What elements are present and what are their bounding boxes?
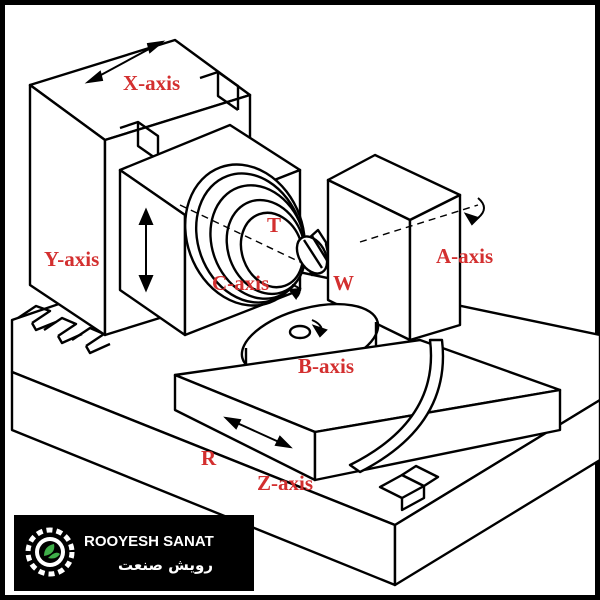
z-arrow-head-right	[274, 435, 293, 449]
c-axis-label: C-axis	[212, 271, 269, 295]
gear-leaf-icon	[25, 527, 75, 577]
cutter	[295, 228, 338, 277]
rotary-pivot	[288, 324, 312, 340]
t-label: T	[267, 213, 281, 237]
logo-name-en: ROOYESH SANAT	[84, 533, 214, 550]
workhead	[326, 153, 462, 342]
a-axis-rotation-arrow	[477, 197, 485, 219]
x-axis-label: X-axis	[123, 71, 180, 95]
w-label: W	[333, 271, 354, 295]
x-arrow-head-right	[146, 40, 166, 54]
y-arrow-head-top	[138, 207, 154, 225]
curved-guide	[348, 338, 445, 474]
z-axis-label: Z-axis	[257, 471, 313, 495]
machine-drawing	[10, 38, 600, 587]
spindle-centerline	[179, 204, 301, 263]
a-axis-label: A-axis	[436, 244, 493, 268]
z-arrow-head-left	[223, 416, 242, 430]
axis-centerlines	[179, 204, 479, 263]
y-arrow-head-bottom	[138, 275, 154, 293]
axis-labels: X-axis Y-axis T C-axis W A-axis B-axis R…	[44, 71, 493, 495]
a-axis-centerline	[359, 204, 479, 243]
r-label: R	[201, 446, 217, 470]
b-axis-label: B-axis	[298, 354, 354, 378]
logo: ROOYESH SANAT رویش صنعت	[14, 515, 254, 591]
y-axis-label: Y-axis	[44, 247, 99, 271]
logo-name-fa: رویش صنعت	[118, 556, 213, 574]
motion-indicators	[84, 40, 485, 449]
x-arrow-head-left	[84, 70, 104, 84]
